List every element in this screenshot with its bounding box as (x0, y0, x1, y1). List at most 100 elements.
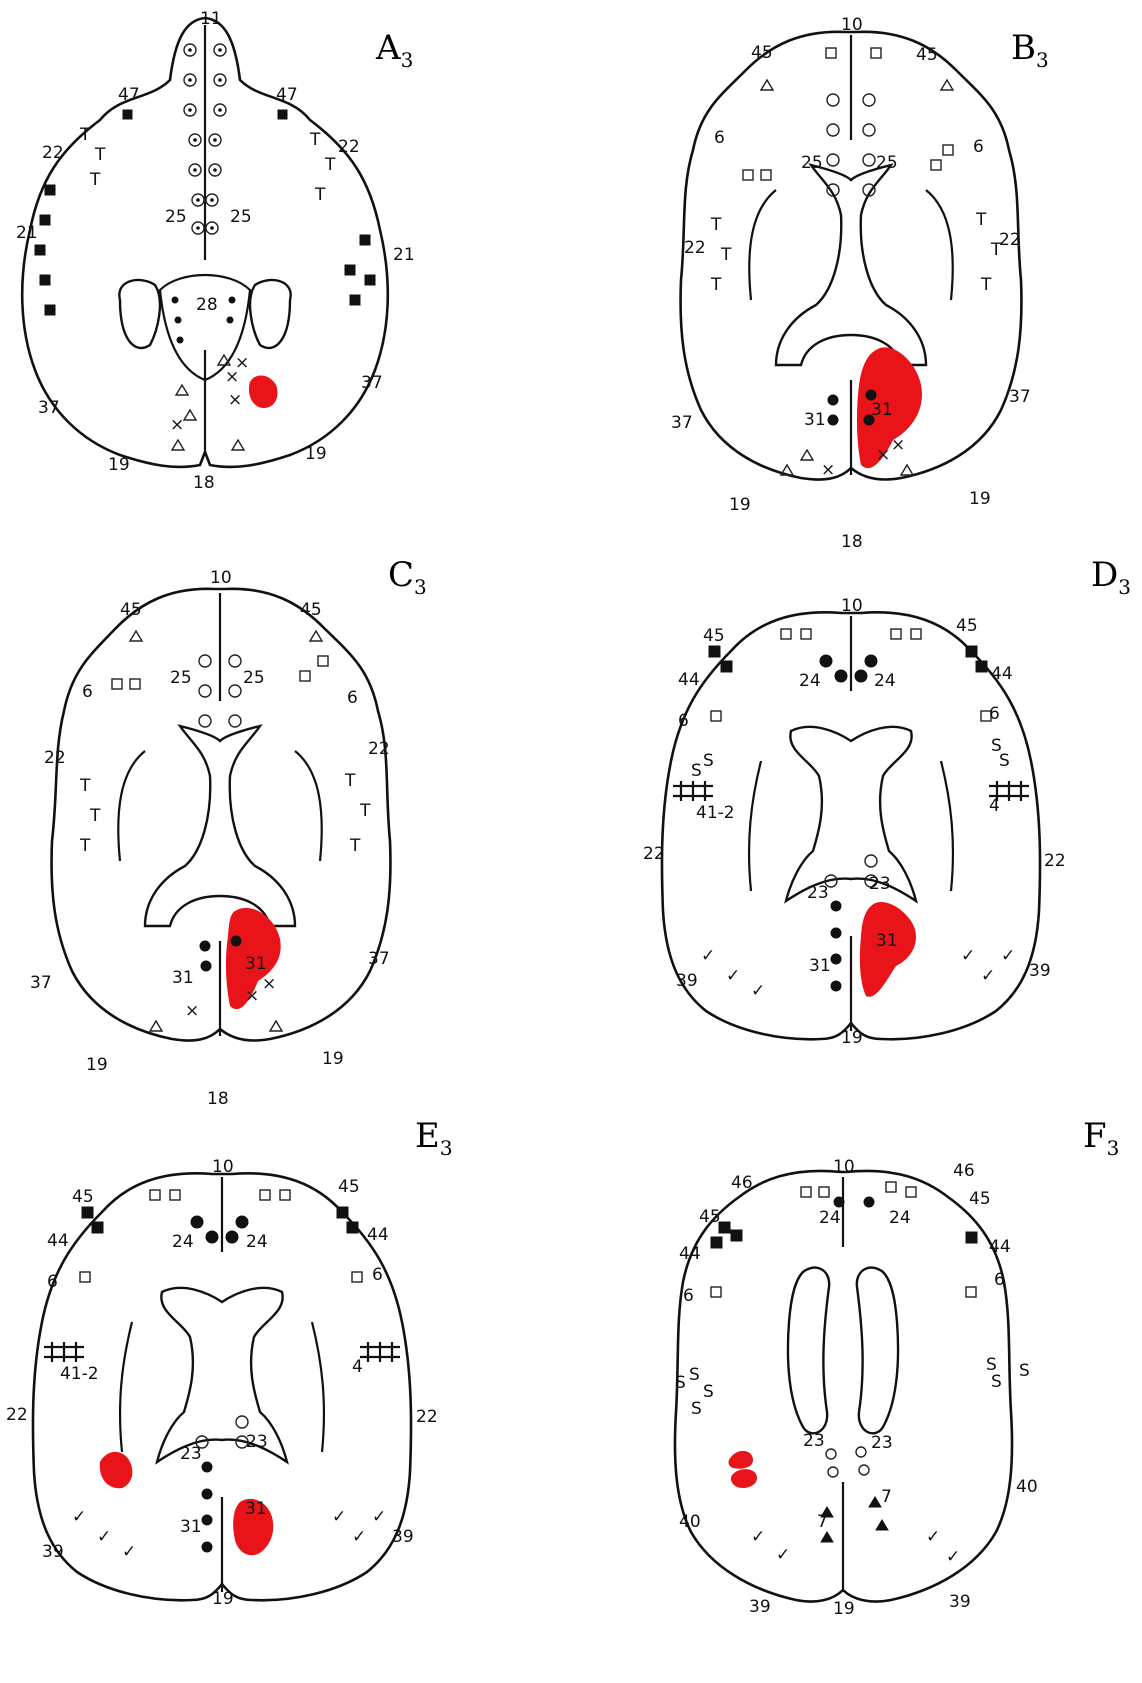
svg-text:S: S (703, 751, 714, 771)
area-label: 19 (212, 1589, 234, 1609)
area-label: 31 (876, 931, 898, 951)
area-label: 45 (699, 1207, 721, 1227)
area-label: 10 (841, 15, 863, 35)
svg-text:S: S (703, 1382, 714, 1402)
area-label: 23 (246, 1432, 268, 1452)
area-label: 19 (108, 455, 130, 475)
area-label: 45 (751, 43, 773, 63)
area-label: 19 (322, 1049, 344, 1069)
svg-text:×: × (245, 986, 259, 1006)
area-label: S (675, 1373, 686, 1393)
area-label: 6 (683, 1286, 694, 1306)
area-label: 24 (874, 671, 896, 691)
svg-text:T: T (324, 155, 336, 175)
svg-text:×: × (876, 445, 890, 465)
area-label: 45 (338, 1177, 360, 1197)
area-label: 6 (973, 137, 984, 157)
svg-text:T: T (79, 125, 91, 145)
area-label: 7 (881, 1487, 892, 1507)
svg-text:✓: ✓ (122, 1542, 136, 1562)
area-label: 40 (679, 1512, 701, 1532)
svg-text:✓: ✓ (72, 1507, 86, 1527)
svg-text:T: T (314, 185, 326, 205)
area-label: 39 (1029, 961, 1051, 981)
area-label: 41-2 (696, 803, 735, 823)
area-label: 25 (170, 668, 192, 688)
area-label: 31 (180, 1517, 202, 1537)
area-label: 6 (714, 128, 725, 148)
area-label: 19 (305, 444, 327, 464)
area-label: 18 (841, 532, 863, 552)
area-label: 6 (989, 704, 1000, 724)
area-label: 37 (1009, 387, 1031, 407)
svg-text:S: S (691, 761, 702, 781)
area-label: 37 (671, 413, 693, 433)
area-label: 45 (703, 626, 725, 646)
area-label: 31 (172, 968, 194, 988)
svg-text:✓: ✓ (701, 946, 715, 966)
area-label: 45 (956, 616, 978, 636)
area-label: 45 (300, 600, 322, 620)
area-label: 23 (869, 874, 891, 894)
brain-section-e3: ✓✓✓ ✓✓✓ 10 45 45 44 44 24 24 6 6 41-2 4 … (0, 1122, 571, 1683)
svg-text:×: × (235, 353, 249, 373)
right-ventricle (857, 1268, 898, 1434)
svg-text:✓: ✓ (981, 966, 995, 986)
svg-text:T: T (79, 776, 91, 796)
svg-text:T: T (344, 771, 356, 791)
area-label: 24 (246, 1232, 268, 1252)
area-label: 7 (817, 1512, 828, 1532)
area-label: 44 (47, 1231, 69, 1251)
left-ventricle (788, 1268, 829, 1434)
area-label: 39 (42, 1542, 64, 1562)
area-label: 22 (42, 143, 64, 163)
svg-text:✓: ✓ (372, 1507, 386, 1527)
area-label: 46 (953, 1161, 975, 1181)
svg-text:✓: ✓ (776, 1545, 790, 1565)
area-label: 40 (1016, 1477, 1038, 1497)
area-label: 39 (676, 971, 698, 991)
area-label: 44 (991, 664, 1013, 684)
svg-text:✓: ✓ (751, 981, 765, 1001)
svg-text:✓: ✓ (926, 1527, 940, 1547)
area-label: 37 (361, 373, 383, 393)
area-label: 39 (392, 1527, 414, 1547)
area-label: 25 (243, 668, 265, 688)
area-label: 23 (871, 1433, 893, 1453)
svg-text:✓: ✓ (332, 1507, 346, 1527)
area-label: 39 (949, 1592, 971, 1612)
area-label: 19 (833, 1599, 855, 1619)
area-label: 22 (999, 230, 1021, 250)
svg-text:×: × (170, 415, 184, 435)
svg-text:T: T (309, 130, 321, 150)
brain-section-d3: ✓✓✓ ✓✓✓ SS SS 10 45 45 44 44 24 24 6 6 4… (571, 561, 1142, 1122)
brain-section-f3: ✓✓✓ ✓ SSS SS 10 46 46 45 45 24 24 44 44 … (571, 1122, 1142, 1683)
area-label: 31 (245, 954, 267, 974)
panel-a3: A3 (0, 0, 571, 561)
svg-text:✓: ✓ (751, 1527, 765, 1547)
area-label: 45 (72, 1187, 94, 1207)
area-label: 31 (809, 956, 831, 976)
area-label: 6 (82, 682, 93, 702)
svg-text:✓: ✓ (961, 946, 975, 966)
panel-e3: E3 (0, 1122, 571, 1683)
area-label: 22 (643, 844, 665, 864)
svg-text:×: × (262, 974, 276, 994)
area-label: 10 (833, 1157, 855, 1177)
svg-text:T: T (710, 275, 722, 295)
area-label: 41-2 (60, 1364, 99, 1384)
area-label: 22 (368, 739, 390, 759)
area-label: 21 (16, 223, 38, 243)
area-label: 25 (801, 153, 823, 173)
area-label: 22 (684, 238, 706, 258)
area-label: 21 (393, 245, 415, 265)
svg-text:S: S (691, 1399, 702, 1419)
area-label: 24 (889, 1208, 911, 1228)
area-label: 23 (807, 883, 829, 903)
svg-text:T: T (359, 801, 371, 821)
svg-text:T: T (349, 836, 361, 856)
area-label: 23 (803, 1431, 825, 1451)
area-label: 4 (989, 796, 1000, 816)
area-label: 45 (969, 1189, 991, 1209)
